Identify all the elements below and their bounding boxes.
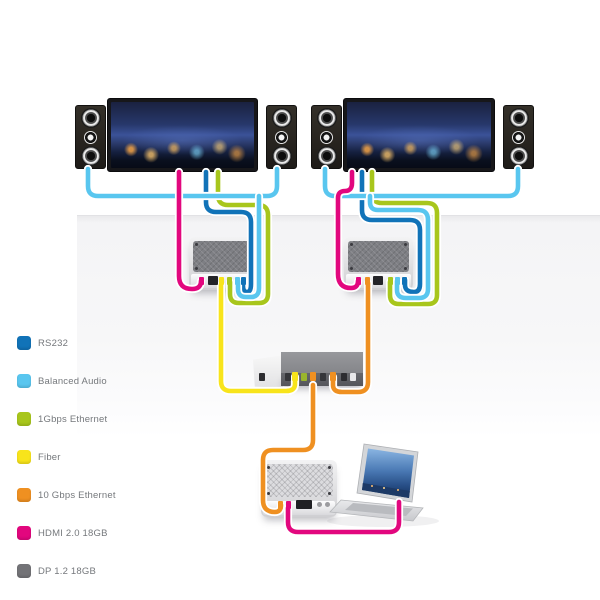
legend-item-rs232: RS232 xyxy=(17,336,68,350)
switch-top-face xyxy=(281,352,363,373)
screw-icon xyxy=(249,243,252,246)
receiver2-10g-port xyxy=(365,277,370,285)
receiver2-dp-port xyxy=(373,276,383,285)
legend-swatch-fiber xyxy=(17,450,31,464)
speaker-driver xyxy=(271,108,292,129)
receiver1-hdmi-port xyxy=(199,277,204,285)
screw-icon xyxy=(350,243,353,246)
screw-icon xyxy=(328,466,331,469)
speaker-driver xyxy=(316,108,337,129)
speaker-tweeter xyxy=(512,130,525,144)
legend-label: DP 1.2 18GB xyxy=(38,565,97,577)
speaker-driver xyxy=(316,145,337,166)
screw-icon xyxy=(267,466,270,469)
laptop-skyline xyxy=(362,483,410,498)
laptop-keyboard xyxy=(345,503,413,516)
legend-label: 1Gbps Ethernet xyxy=(38,413,108,425)
legend-item-hdmi: HDMI 2.0 18GB xyxy=(17,526,108,540)
receiver1-audio-port xyxy=(235,277,240,285)
receiver2-audio-port xyxy=(395,277,400,285)
legend-label: 10 Gbps Ethernet xyxy=(38,489,116,501)
laptop-base xyxy=(329,499,424,522)
legend-swatch-10g-ethernet xyxy=(17,488,31,502)
laptop-lid xyxy=(356,443,419,503)
receiver1-dp-port xyxy=(208,276,218,285)
speaker-tweeter xyxy=(275,130,288,144)
switch-sfp-port xyxy=(301,373,307,381)
legend-swatch-1g-ethernet xyxy=(17,412,31,426)
laptop-screen xyxy=(362,448,414,498)
receiver-1-top-plate xyxy=(193,241,254,272)
legend-item-balanced-audio: Balanced Audio xyxy=(17,374,107,388)
legend-item-fiber: Fiber xyxy=(17,450,61,464)
screw-icon xyxy=(328,492,331,495)
speaker-driver xyxy=(271,145,292,166)
network-switch xyxy=(253,350,363,388)
switch-port xyxy=(259,373,265,381)
speaker-left-1 xyxy=(75,105,106,169)
cable-audio-bus-1 xyxy=(85,166,280,199)
speaker-tweeter xyxy=(84,130,97,144)
cable-audio-bus-2 xyxy=(322,166,521,199)
switch-port xyxy=(320,373,326,381)
speaker-left-2 xyxy=(311,105,342,169)
receiver1-fiber-port xyxy=(219,277,224,285)
display-2-screen xyxy=(347,102,491,168)
transmitter-round-port xyxy=(325,502,330,507)
legend-swatch-balanced-audio xyxy=(17,374,31,388)
transmitter-hdmi-port xyxy=(286,501,291,509)
city-light xyxy=(383,487,385,489)
legend-label: Fiber xyxy=(38,451,61,463)
switch-left-cap xyxy=(253,355,283,388)
display-2 xyxy=(343,98,495,172)
speaker-right-1 xyxy=(266,105,297,169)
receiver1-ethernet-port xyxy=(227,277,232,285)
speaker-tweeter xyxy=(320,130,333,144)
screw-icon xyxy=(267,492,270,495)
screw-icon xyxy=(195,267,198,270)
receiver1-rs232-port xyxy=(241,277,246,285)
legend-label: HDMI 2.0 18GB xyxy=(38,527,108,539)
transmitter-top-plate xyxy=(265,464,333,497)
background-wall-panel xyxy=(77,215,600,437)
legend-item-dp: DP 1.2 18GB xyxy=(17,564,96,578)
screw-icon xyxy=(350,267,353,270)
speaker-driver xyxy=(80,108,101,129)
laptop-shadow xyxy=(327,515,439,527)
city-light xyxy=(371,485,373,487)
receiver-2-top-plate xyxy=(348,241,409,272)
legend-item-1g-ethernet: 1Gbps Ethernet xyxy=(17,412,107,426)
screw-icon xyxy=(404,267,407,270)
screw-icon xyxy=(249,267,252,270)
switch-port xyxy=(285,373,291,381)
receiver2-ethernet-port xyxy=(388,277,393,285)
legend-swatch-rs232 xyxy=(17,336,31,350)
switch-port xyxy=(350,373,356,381)
legend-swatch-hdmi xyxy=(17,526,31,540)
switch-10g-port-b xyxy=(330,372,336,381)
transmitter-round-port xyxy=(317,502,322,507)
legend-label: Balanced Audio xyxy=(38,375,107,387)
laptop xyxy=(327,443,439,527)
receiver2-rs232-port xyxy=(402,277,407,285)
legend-item-10g-ethernet: 10 Gbps Ethernet xyxy=(17,488,116,502)
speaker-right-2 xyxy=(503,105,534,169)
switch-port xyxy=(341,373,347,381)
legend-label: RS232 xyxy=(38,337,69,349)
display-1 xyxy=(107,98,258,172)
transmitter-10g-port xyxy=(278,501,283,509)
switch-fiber-port xyxy=(292,372,298,381)
legend-swatch-dp xyxy=(17,564,31,578)
screw-icon xyxy=(195,243,198,246)
speaker-driver xyxy=(508,145,529,166)
speaker-driver xyxy=(80,145,101,166)
transmitter-dp-port xyxy=(296,500,312,509)
switch-10g-port-a xyxy=(310,372,316,381)
receiver2-hdmi-port xyxy=(356,277,361,285)
city-light xyxy=(397,489,399,491)
speaker-driver xyxy=(508,108,529,129)
screw-icon xyxy=(404,243,407,246)
display-1-screen xyxy=(111,102,254,168)
